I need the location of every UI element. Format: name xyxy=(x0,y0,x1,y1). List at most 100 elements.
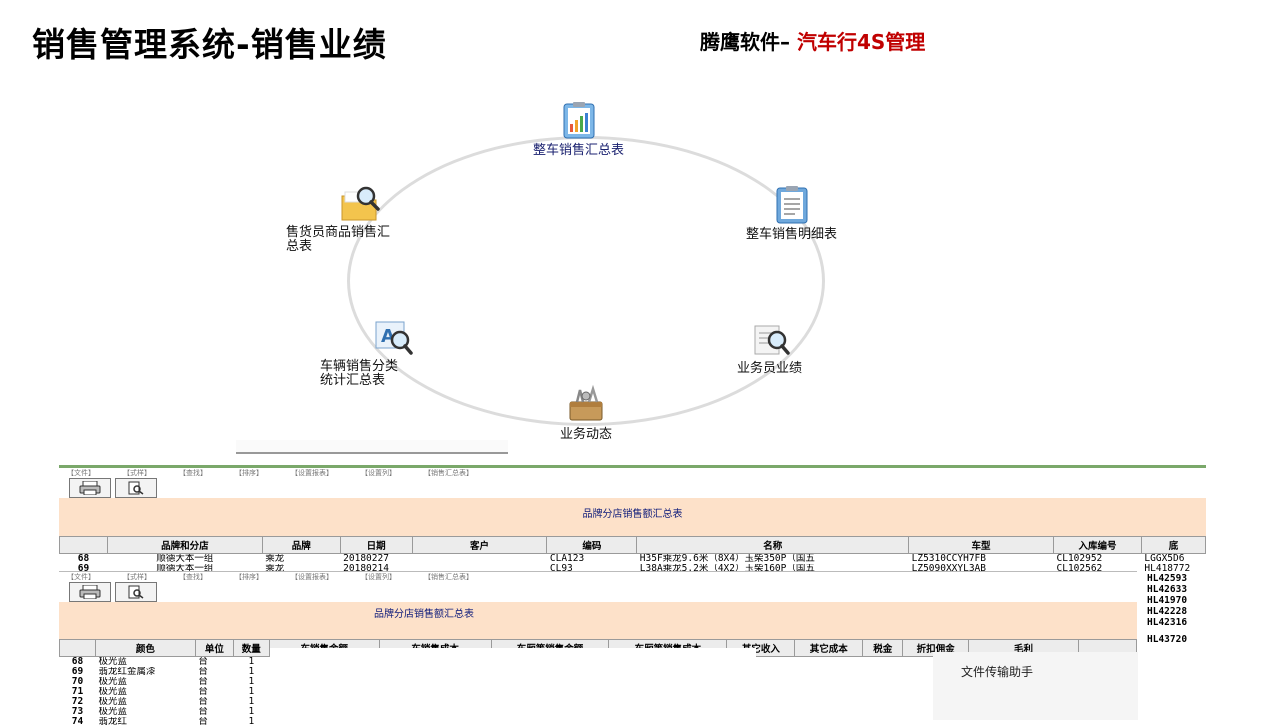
node-business-dynamics[interactable]: 业务动态 xyxy=(560,384,612,442)
row-number: 71 xyxy=(71,687,84,697)
side-code: HL41970 xyxy=(1147,595,1188,606)
menu-sales-summary[interactable]: 【销售汇总表】 xyxy=(424,573,473,581)
brand-highlight: 汽车行4S管理 xyxy=(796,30,926,54)
menu-style[interactable]: 【式样】 xyxy=(123,573,151,581)
cell-quantity: 1 xyxy=(248,687,255,697)
cell-unit: 台 xyxy=(198,697,208,707)
menu-find[interactable]: 【查找】 xyxy=(179,573,207,581)
preview-button[interactable] xyxy=(115,478,157,498)
menu-bar: 【文件】 【式样】 【查找】 【排序】 【设置报表】 【设置列】 【销售汇总表】 xyxy=(59,468,1206,478)
window-remnant-strip xyxy=(236,440,508,454)
node-salesperson-performance[interactable]: 业务员业绩 xyxy=(737,318,802,376)
table-row[interactable]: 69 顺德大本一组 乘龙 20180214 CL93 L38A乘龙5.2米（4X… xyxy=(60,564,1206,574)
col-header[interactable]: 其它成本 xyxy=(794,639,864,657)
node-label: 业务动态 xyxy=(560,427,613,442)
col-header[interactable]: 底 xyxy=(1140,536,1207,554)
cell-branch: 顺德大本一组 xyxy=(156,564,214,574)
side-code: HL42228 xyxy=(1147,606,1188,617)
col-header[interactable]: 客户 xyxy=(411,536,548,554)
cell-model: LZ5310CCYH7FB xyxy=(911,553,986,564)
report-table: 品牌和分店 品牌 日期 客户 编码 名称 车型 入库编号 底 68 顺德大本一组… xyxy=(59,536,1207,574)
menu-report-settings[interactable]: 【设置报表】 xyxy=(291,573,333,581)
clipboard-list-icon xyxy=(771,184,813,226)
cell-unit: 台 xyxy=(198,687,208,697)
blank-overlay xyxy=(270,648,756,720)
cell-unit: 台 xyxy=(198,707,208,717)
col-header[interactable] xyxy=(59,639,96,657)
table-row[interactable]: 71 极光蓝 台 1 xyxy=(60,687,1137,697)
cell-stock-number: CL102952 xyxy=(1056,553,1103,564)
row-number: 69 xyxy=(71,667,84,677)
page-title: 销售管理系统-销售业绩 xyxy=(32,25,387,64)
cell-color: 极光蓝 xyxy=(98,687,127,697)
menu-file[interactable]: 【文件】 xyxy=(67,469,95,477)
col-header[interactable]: 入库编号 xyxy=(1053,536,1142,554)
print-button[interactable] xyxy=(69,478,111,498)
row-number: 72 xyxy=(71,697,84,707)
node-label: 整车销售汇总表 xyxy=(533,143,625,158)
row-number: 68 xyxy=(71,656,84,667)
cell-brand: 乘龙 xyxy=(265,553,285,564)
file-transfer-popup[interactable]: 文件传输助手 xyxy=(933,652,1138,720)
col-header[interactable]: 编码 xyxy=(546,536,638,554)
col-header[interactable] xyxy=(59,536,108,554)
menu-file[interactable]: 【文件】 xyxy=(67,573,95,581)
cell-name: L38A乘龙5.2米（4X2）玉柴160P（国五 xyxy=(639,564,815,574)
toolbar xyxy=(59,582,1137,602)
col-header[interactable]: 税金 xyxy=(862,639,904,657)
cycle-ring xyxy=(347,136,825,426)
table-header-row: 品牌和分店 品牌 日期 客户 编码 名称 车型 入库编号 底 xyxy=(59,536,1207,554)
bar-chart-clipboard-icon xyxy=(558,100,600,142)
menu-sort[interactable]: 【排序】 xyxy=(235,573,263,581)
document-search-icon xyxy=(749,318,791,360)
menu-sales-summary[interactable]: 【销售汇总表】 xyxy=(424,469,473,477)
node-vehicle-sales-detail[interactable]: 整车销售明细表 xyxy=(746,184,837,242)
cell-unit: 台 xyxy=(198,656,208,667)
table-row[interactable]: 68 顺德大本一组 乘龙 20180227 CLA123 H35F乘龙9.6米（… xyxy=(60,554,1206,565)
col-header[interactable]: 车型 xyxy=(908,536,1054,554)
cell-color: 极光蓝 xyxy=(98,707,127,717)
print-button[interactable] xyxy=(69,582,111,602)
node-label: 车辆销售分类 统计汇总表 xyxy=(320,359,399,388)
col-header[interactable]: 数量 xyxy=(232,639,270,657)
node-clerk-product-sales[interactable]: 售货员商品销售汇 总表 xyxy=(286,182,390,254)
node-vehicle-category-stats[interactable]: A 车辆销售分类 统计汇总表 xyxy=(320,316,414,388)
menu-bar: 【文件】 【式样】 【查找】 【排序】 【设置报表】 【设置列】 【销售汇总表】 xyxy=(59,572,1137,582)
cell-brand: 乘龙 xyxy=(265,564,285,574)
menu-sort[interactable]: 【排序】 xyxy=(235,469,263,477)
col-header[interactable]: 品牌 xyxy=(261,536,341,554)
cell-color: 翡龙红金属漆 xyxy=(98,667,156,677)
side-code: HL42316 xyxy=(1147,617,1188,628)
print-preview-icon xyxy=(128,585,144,599)
cell-quantity: 1 xyxy=(248,677,255,687)
toolbar xyxy=(59,478,1206,498)
node-label: 业务员业绩 xyxy=(737,361,803,376)
folder-search-icon xyxy=(340,182,382,224)
col-header[interactable]: 单位 xyxy=(194,639,234,657)
cell-quantity: 1 xyxy=(248,656,255,667)
col-header[interactable]: 颜色 xyxy=(94,639,196,657)
menu-report-settings[interactable]: 【设置报表】 xyxy=(291,469,333,477)
menu-style[interactable]: 【式样】 xyxy=(123,469,151,477)
cell-quantity: 1 xyxy=(248,717,255,727)
preview-button[interactable] xyxy=(115,582,157,602)
cell-color: 极光蓝 xyxy=(98,697,127,707)
cell-name: H35F乘龙9.6米（8X4）玉柴350P（国五 xyxy=(639,553,815,564)
cell-unit: 台 xyxy=(198,677,208,687)
side-code: HL43720 xyxy=(1147,634,1188,645)
menu-column-settings[interactable]: 【设置列】 xyxy=(361,573,396,581)
col-header[interactable]: 名称 xyxy=(636,536,910,554)
report-title: 品牌分店销售额汇总表 xyxy=(59,498,1206,536)
col-header[interactable]: 品牌和分店 xyxy=(106,536,263,554)
node-vehicle-sales-summary[interactable]: 整车销售汇总表 xyxy=(533,100,624,158)
menu-column-settings[interactable]: 【设置列】 xyxy=(361,469,396,477)
col-header[interactable]: 日期 xyxy=(339,536,413,554)
text-magnify-icon: A xyxy=(372,316,414,358)
menu-find[interactable]: 【查找】 xyxy=(179,469,207,477)
cell-color: 翡龙红 xyxy=(98,717,127,727)
